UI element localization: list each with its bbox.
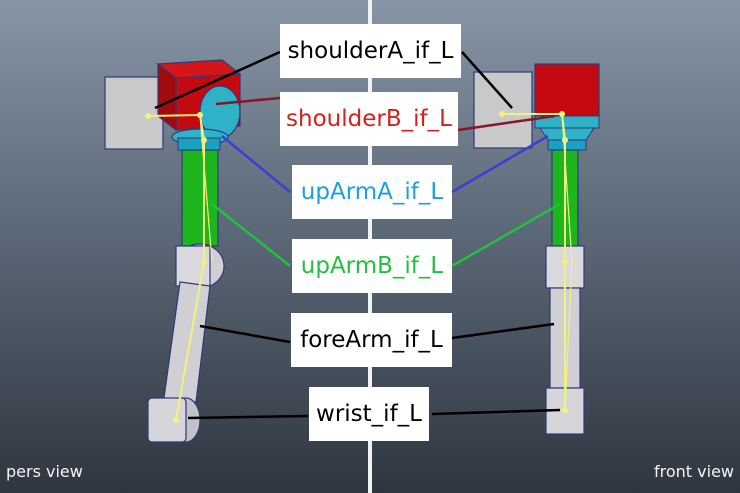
callout-text: wrist_if_L (316, 401, 422, 427)
leader-line-upArmA (221, 135, 291, 193)
callout-text: upArmB_if_L (300, 253, 444, 279)
shoulder-side-block (104, 76, 164, 150)
leader-line-shoulderA (461, 51, 513, 109)
front-arm-model (473, 63, 600, 435)
joint-marker (145, 113, 151, 119)
joint-marker (201, 137, 207, 143)
leader-line-shoulderA (154, 50, 281, 110)
joint-marker (201, 259, 207, 265)
callout-wrist: wrist_if_L (309, 387, 429, 441)
callout-shoulderA: shoulderA_if_L (280, 24, 461, 78)
leader-line-shoulderB (457, 114, 556, 132)
callout-text: upArmA_if_L (300, 179, 444, 205)
callout-foreArm: foreArm_if_L (291, 313, 452, 367)
callout-text: shoulderA_if_L (287, 38, 454, 64)
leader-line-upArmA (451, 134, 549, 194)
joint-marker (197, 112, 203, 118)
joint-marker (499, 111, 505, 117)
callout-text: foreArm_if_L (300, 327, 443, 353)
front-view-label: front view (654, 462, 734, 481)
leader-line-wrist (431, 408, 561, 416)
skeleton-bone (564, 261, 573, 411)
leader-line-wrist (187, 414, 309, 420)
callout-upArmA: upArmA_if_L (292, 165, 452, 219)
callout-upArmB: upArmB_if_L (292, 239, 452, 293)
joint-marker (173, 417, 179, 423)
upper-arm-segment (181, 149, 219, 247)
leader-line-foreArm (199, 324, 291, 344)
wrist-cylinder (147, 397, 187, 443)
leader-line-foreArm (451, 322, 555, 340)
leader-line-shoulderB (215, 96, 281, 106)
joint-marker (562, 407, 568, 413)
pers-arm-model (104, 59, 242, 443)
shoulder-side-block (473, 71, 533, 149)
joint-marker (562, 259, 568, 265)
callout-shoulderB: shoulderB_if_L (280, 92, 458, 146)
pers-view-label: pers view (6, 462, 83, 481)
joint-marker (562, 137, 568, 143)
leader-line-upArmB (451, 202, 561, 268)
leader-line-upArmB (211, 203, 291, 267)
joint-marker (559, 111, 565, 117)
callout-text: shoulderB_if_L (286, 106, 452, 132)
